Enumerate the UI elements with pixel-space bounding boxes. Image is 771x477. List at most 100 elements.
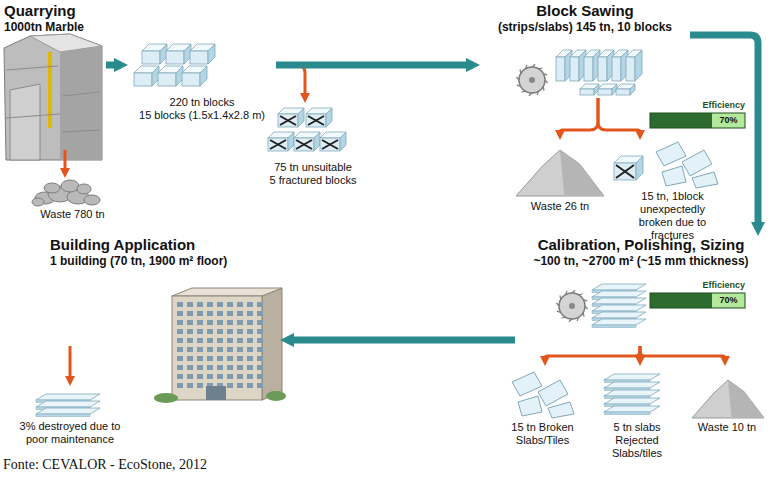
building-window xyxy=(217,311,223,316)
block-front xyxy=(278,114,298,127)
building-window xyxy=(207,302,213,307)
efficiency-bar-frame xyxy=(650,113,745,128)
cross-mark xyxy=(322,140,338,149)
stage-group: Building Application1 building (70 tn, 1… xyxy=(45,236,280,346)
building-window xyxy=(197,365,203,370)
saw-tooth xyxy=(561,317,565,319)
building-window xyxy=(177,320,183,325)
building-door xyxy=(206,386,226,400)
node-text: 220 tn blocks xyxy=(130,96,274,109)
building-window xyxy=(227,302,233,307)
building-window xyxy=(237,383,243,388)
saw-hub xyxy=(529,77,535,83)
building-window xyxy=(247,356,253,361)
cross-mark xyxy=(296,140,312,149)
building-window xyxy=(247,374,253,379)
building-window xyxy=(247,347,253,352)
saw-tooth xyxy=(583,300,587,301)
saw-tooth xyxy=(543,74,547,75)
building-window xyxy=(197,302,203,307)
flow-arrow xyxy=(106,62,121,69)
cross-mark xyxy=(616,165,634,178)
building-window xyxy=(187,383,193,388)
building-window xyxy=(197,338,203,343)
building-window xyxy=(257,329,263,334)
cross-mark xyxy=(322,140,338,149)
building-window xyxy=(227,329,233,334)
building-window xyxy=(257,347,263,352)
building-window xyxy=(197,311,203,316)
rubble-stone xyxy=(44,183,60,193)
flow-arrow xyxy=(287,337,515,344)
building-window xyxy=(237,329,243,334)
efficiency-bar-rest xyxy=(712,113,745,128)
loss-group: 3% destroyed due to poor maintenance xyxy=(4,386,136,448)
building-window xyxy=(257,338,263,343)
saw-tooth xyxy=(521,91,525,93)
building-window xyxy=(177,365,183,370)
broken-slab xyxy=(656,142,686,166)
building-window xyxy=(217,356,223,361)
efficiency-label: Efficiency xyxy=(650,280,745,291)
building-window xyxy=(197,329,203,334)
building-window xyxy=(207,356,213,361)
quarry-cut xyxy=(48,52,52,128)
saw-tooth xyxy=(579,293,583,295)
building-window xyxy=(237,320,243,325)
cross-mark xyxy=(616,165,634,178)
building-window xyxy=(207,338,213,343)
block-front xyxy=(626,57,635,81)
cross-mark xyxy=(280,116,296,125)
block-front xyxy=(612,57,621,81)
building-window xyxy=(217,338,223,343)
output-group: 220 tn blocks15 blocks (1.5x1.4x2.8 m) xyxy=(128,38,276,124)
building-window xyxy=(187,347,193,352)
building-window xyxy=(257,365,263,370)
saw-tooth xyxy=(583,313,585,317)
efficiency-bar xyxy=(650,293,712,308)
rock-ledge xyxy=(62,130,100,132)
building-window xyxy=(177,374,183,379)
saw-tooth xyxy=(532,64,535,67)
block-front xyxy=(616,89,630,95)
block-front xyxy=(598,89,612,95)
building-window xyxy=(217,374,223,379)
saw-tooth xyxy=(577,317,578,321)
waste-group: Waste 26 tn xyxy=(510,140,610,215)
source-caption: Fonte: CEVALOR - EcoStone, 2012 xyxy=(3,456,207,473)
block-front xyxy=(166,51,184,64)
quarry-side xyxy=(60,46,102,160)
stage-group: Block Sawing(strips/slabs) 145 tn, 10 bl… xyxy=(480,2,690,98)
saw-tooth xyxy=(529,93,532,96)
building-window xyxy=(237,302,243,307)
loss-arrow xyxy=(276,65,305,98)
node-text: 3% destroyed due to poor maintenance xyxy=(8,420,132,446)
block-front xyxy=(134,73,152,86)
building-window xyxy=(177,329,183,334)
rubble-stone xyxy=(77,184,91,194)
saw-tooth xyxy=(537,91,538,95)
block-front xyxy=(556,57,565,81)
saw-tooth xyxy=(543,87,545,91)
node-text: 75 tn unsuitable xyxy=(265,161,361,174)
slab xyxy=(36,401,100,407)
node-subtext: 5 fractured blocks xyxy=(265,174,361,187)
building-window xyxy=(217,329,223,334)
stage-group: Quarrying1000tn Marble xyxy=(2,2,106,150)
building-window xyxy=(207,347,213,352)
stage-group: Calibration, Polishing, Sizing~100 tn, ~… xyxy=(515,236,767,346)
block-side xyxy=(200,66,207,86)
node-text: Waste 26 tn xyxy=(512,200,608,213)
building-window xyxy=(187,329,193,334)
building-window xyxy=(257,311,263,316)
slab xyxy=(592,319,646,325)
broken-slab xyxy=(682,150,712,176)
quarry-rock xyxy=(4,34,102,160)
building-window xyxy=(177,356,183,361)
building-window xyxy=(227,320,233,325)
slab xyxy=(592,284,646,290)
building-window xyxy=(217,320,223,325)
node-subtext: ~100 tn, ~2700 m² (~15 mm thickness) xyxy=(517,254,765,269)
building-window xyxy=(227,365,233,370)
building-window xyxy=(177,311,183,316)
